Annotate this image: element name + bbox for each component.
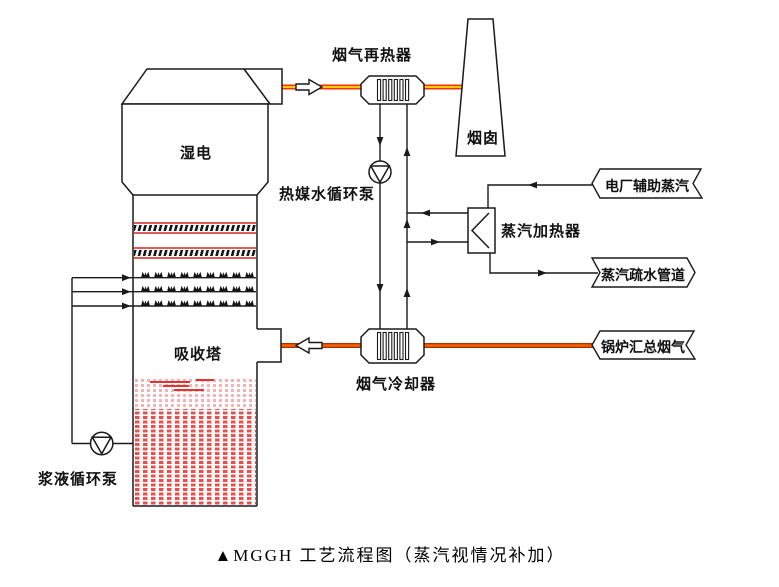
slurry-pool: [134, 409, 256, 506]
slurry-surface-mark: [150, 381, 190, 383]
spray-nozzle-icon: [232, 285, 241, 292]
arrow-up-icon: [403, 147, 411, 156]
spray-nozzle-icon: [193, 285, 202, 292]
figure-caption: ▲MGGH 工艺流程图（蒸汽视情况补加）: [214, 546, 566, 565]
steam-drain-banner: [590, 257, 696, 288]
slurry-piping: [71, 277, 256, 445]
absorber-label: 吸收塔: [173, 346, 223, 363]
slurry-pool-surface-zone: [134, 379, 256, 409]
arrow-down-icon: [376, 284, 384, 293]
slurry-surface-mark: [174, 389, 204, 391]
spray-nozzle-icon: [245, 300, 254, 306]
heat-medium-pump-label: 热媒水循环泵: [278, 186, 376, 203]
flue-gas-cooler-icon: [360, 328, 425, 364]
boiler-gas-label: 锅炉汇总烟气: [601, 339, 685, 355]
arrow-up-icon: [403, 219, 411, 228]
spray-nozzle-icon: [167, 285, 176, 292]
arrow-right-icon: [431, 238, 440, 246]
cooler-label: 烟气冷却器: [355, 376, 437, 393]
demister-band-lower: [133, 246, 257, 259]
wet-esp-label: 湿电: [179, 145, 213, 162]
spray-nozzle-icon: [219, 285, 228, 292]
arrow-right-icon: [122, 302, 131, 310]
spray-nozzle-icon: [167, 271, 176, 278]
arrow-left-icon: [528, 181, 537, 189]
spray-nozzle-icon: [141, 271, 150, 278]
spray-nozzle-icon: [154, 285, 163, 292]
slurry-pump-icon: [89, 431, 114, 456]
heat-medium-pump-icon: [368, 160, 392, 184]
spray-nozzle-icon: [219, 300, 228, 306]
spray-nozzle-icon: [193, 271, 202, 278]
absorber-tower-outline: [120, 68, 283, 507]
hood-slant-line: [243, 68, 271, 105]
spray-nozzle-icon: [206, 285, 215, 292]
aux-steam-label: 电厂辅助蒸汽: [605, 178, 689, 194]
steam-drain-label: 蒸汽疏水管道: [601, 267, 685, 283]
spray-nozzle-icon: [232, 300, 241, 306]
spray-nozzle-icon: [245, 271, 254, 278]
arrow-right-icon: [122, 274, 131, 282]
spray-nozzle-icon: [154, 271, 163, 278]
spray-nozzle-icon: [180, 300, 189, 306]
aux-steam-banner: [591, 168, 704, 199]
spray-nozzle-icon: [206, 300, 215, 306]
arrow-down-icon: [376, 137, 384, 146]
gas-inlet-duct: [257, 328, 282, 363]
demister-hatch: [133, 224, 257, 231]
spray-nozzle-icon: [180, 285, 189, 292]
block-arrow-right-icon: [295, 78, 324, 96]
spray-nozzle-icon: [141, 300, 150, 306]
spray-nozzle-icon: [206, 271, 215, 278]
gas-flow-block-arrows: [294, 78, 324, 355]
spray-nozzle-icon: [154, 300, 163, 306]
demister-hatch: [133, 249, 257, 256]
slurry-surface-mark: [163, 385, 189, 387]
arrow-up-icon: [403, 288, 411, 297]
wet-esp-hood: [120, 68, 283, 105]
steam-heater-icon: [467, 207, 496, 254]
slurry-surface-mark: [196, 379, 214, 381]
spray-nozzle-icon: [180, 271, 189, 278]
flow-banners: [590, 168, 704, 360]
flow-arrows: [122, 137, 547, 310]
boiler-gas-banner: [591, 330, 697, 360]
spray-nozzle-row: [141, 285, 254, 292]
spray-nozzle-icon: [167, 300, 176, 306]
slurry-pump-label: 浆液循环泵: [37, 471, 119, 488]
steam-heater-label: 蒸汽加热器: [500, 223, 582, 240]
spray-nozzle-icon: [232, 271, 241, 278]
chimney-outline: [455, 18, 506, 157]
spray-nozzle-row: [141, 271, 254, 278]
spray-nozzle-row: [141, 300, 254, 306]
reheater-label: 烟气再热器: [331, 47, 413, 64]
spray-nozzle-icon: [193, 300, 202, 306]
arrow-left-icon: [421, 209, 430, 217]
spray-nozzle-icon: [219, 271, 228, 278]
demister-band-upper: [133, 221, 257, 234]
arrow-right-icon: [538, 269, 547, 277]
spray-nozzle-icon: [245, 285, 254, 292]
block-arrow-left-icon: [294, 336, 323, 355]
spray-nozzle-icon: [141, 285, 150, 292]
flue-gas-reheater-icon: [360, 75, 425, 105]
chimney-label: 烟囱: [466, 130, 500, 147]
arrow-right-icon: [122, 288, 131, 296]
